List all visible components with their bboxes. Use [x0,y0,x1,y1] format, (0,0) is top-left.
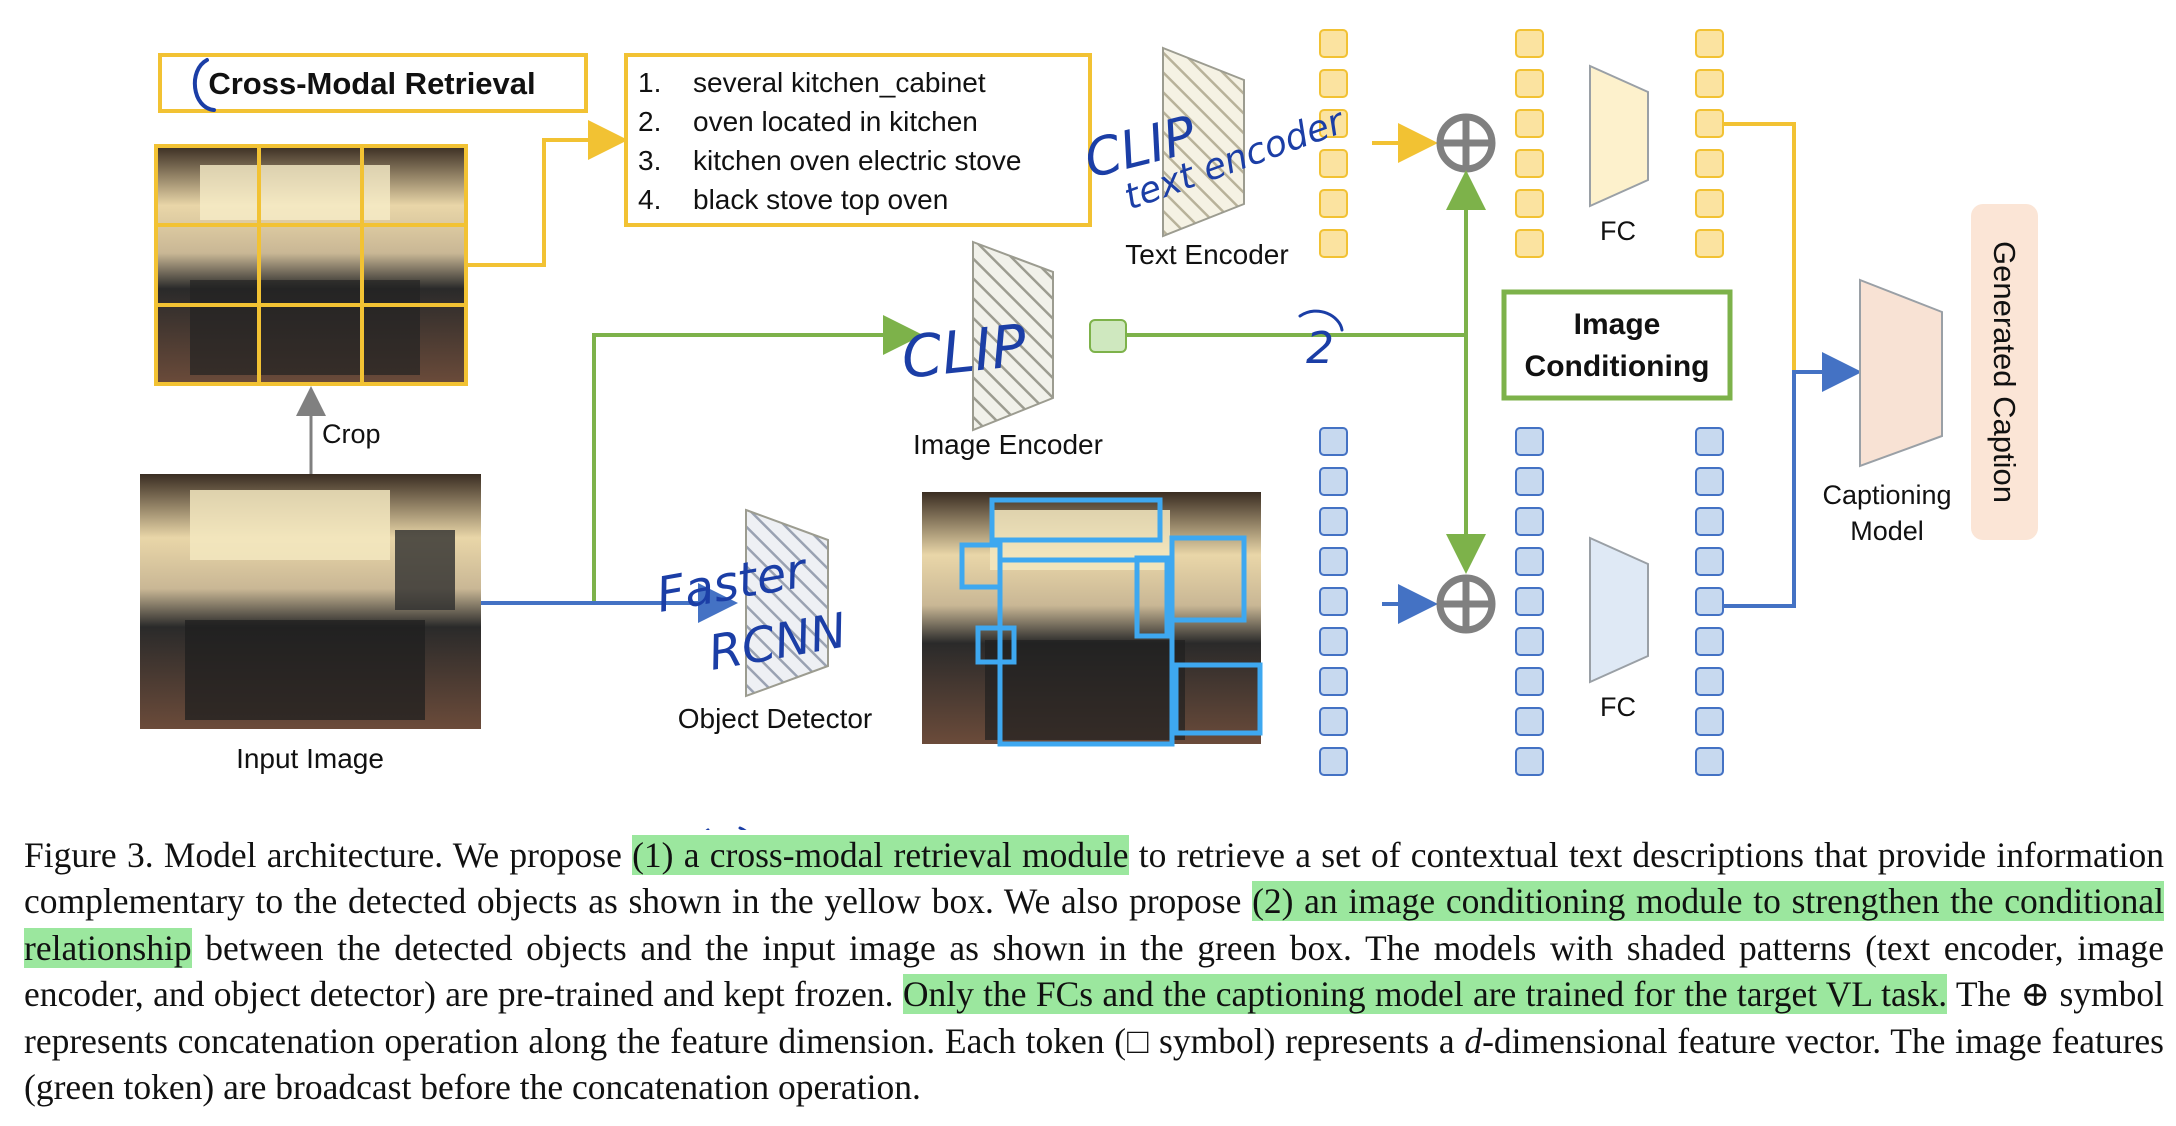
image-conditioning-box: Image Conditioning [1501,289,1733,401]
generated-caption-box: Generated Caption [1971,204,2038,540]
yellow-path-to-captioning [1723,122,1796,372]
retrieval-item-4-text: black stove top oven [693,184,948,215]
figure-caption: Figure 3. Model architecture. We propose… [24,832,2164,1110]
retrieval-item-4-num: 4. [638,184,661,215]
retrieval-item-2-text: oven located in kitchen [693,106,978,137]
detected-objects-image [922,492,1263,747]
image-conditioning-line2: Conditioning [1525,350,1710,383]
captioning-model-line2: Model [1850,516,1924,546]
handwritten-circle-1 [192,58,216,112]
caption-part-5: -dimensional feature vector. The image f… [24,1020,2164,1108]
blue-path-to-captioning [1723,352,1862,608]
concat-top-icon [1436,113,1496,173]
image-conditioning-line1: Image [1574,308,1661,341]
retrieval-item-2-num: 2. [638,106,661,137]
text-encoder [1162,46,1245,238]
object-token-column-3 [1695,427,1724,776]
input-image-label: Input Image [236,743,384,774]
caption-highlight-3: Only the FCs and the captioning model ar… [902,974,1948,1015]
retrieval-item-1-num: 1. [638,67,661,98]
fc-top-label: FC [1600,216,1636,246]
yellow-arrow-to-retrieval [466,120,628,267]
caption-part-1: Figure 3. Model architecture. We propose [24,835,633,875]
handwritten-rcnn: RCNN [704,603,850,682]
object-detector-label: Object Detector [678,703,873,734]
caption-handwritten-circle-1b [738,826,747,830]
object-token-column-2 [1515,427,1544,776]
text-token-column-3 [1695,29,1724,258]
caption-d-italic: d [1464,1020,1483,1061]
input-image [140,474,481,729]
crop-label: Crop [322,419,381,449]
captioning-model-line1: Captioning [1822,480,1951,510]
concat-bottom-icon [1436,574,1496,634]
image-encoder-label: Image Encoder [913,429,1103,460]
retrieval-list-box: 1. several kitchen_cabinet 2. oven locat… [624,53,1092,227]
captioning-model [1859,278,1943,468]
fc-top [1589,64,1649,208]
retrieval-item-1-text: several kitchen_cabinet [693,67,986,98]
retrieval-item-3-num: 3. [638,145,661,176]
image-feature-token [1089,319,1127,353]
fc-bottom-label: FC [1600,692,1636,722]
caption-part-3: between the detected objects and the inp… [24,927,2164,1015]
fc-bottom [1589,536,1649,684]
retrieval-item-3-text: kitchen oven electric stove [693,145,1021,176]
cross-modal-retrieval-box: Cross-Modal Retrieval [158,53,588,113]
object-token-column-1 [1319,427,1348,776]
generated-caption-label: Generated Caption [1987,241,2022,503]
handwritten-circle-2-arc [1298,309,1344,332]
text-token-column-2 [1515,29,1544,258]
cross-modal-title: Cross-Modal Retrieval [208,66,535,101]
cropped-image-grid [154,144,468,386]
handwritten-clip-image: CLIP [898,311,1029,392]
text-token-column-1 [1319,29,1348,258]
object-detector [745,508,829,698]
text-encoder-label: Text Encoder [1125,239,1288,270]
handwritten-circle-2: 2 [1306,323,1334,374]
caption-part-2: to retrieve a set of contextual text des… [24,835,2164,922]
image-encoder [972,240,1054,432]
architecture-diagram: Cross-Modal Retrieval Crop Input Image 1… [140,29,2038,830]
caption-part-4: The ⊕ symbol represents concatenation op… [24,974,2164,1061]
caption-highlight-1: (1) a cross-modal retrieval module [632,835,1129,875]
